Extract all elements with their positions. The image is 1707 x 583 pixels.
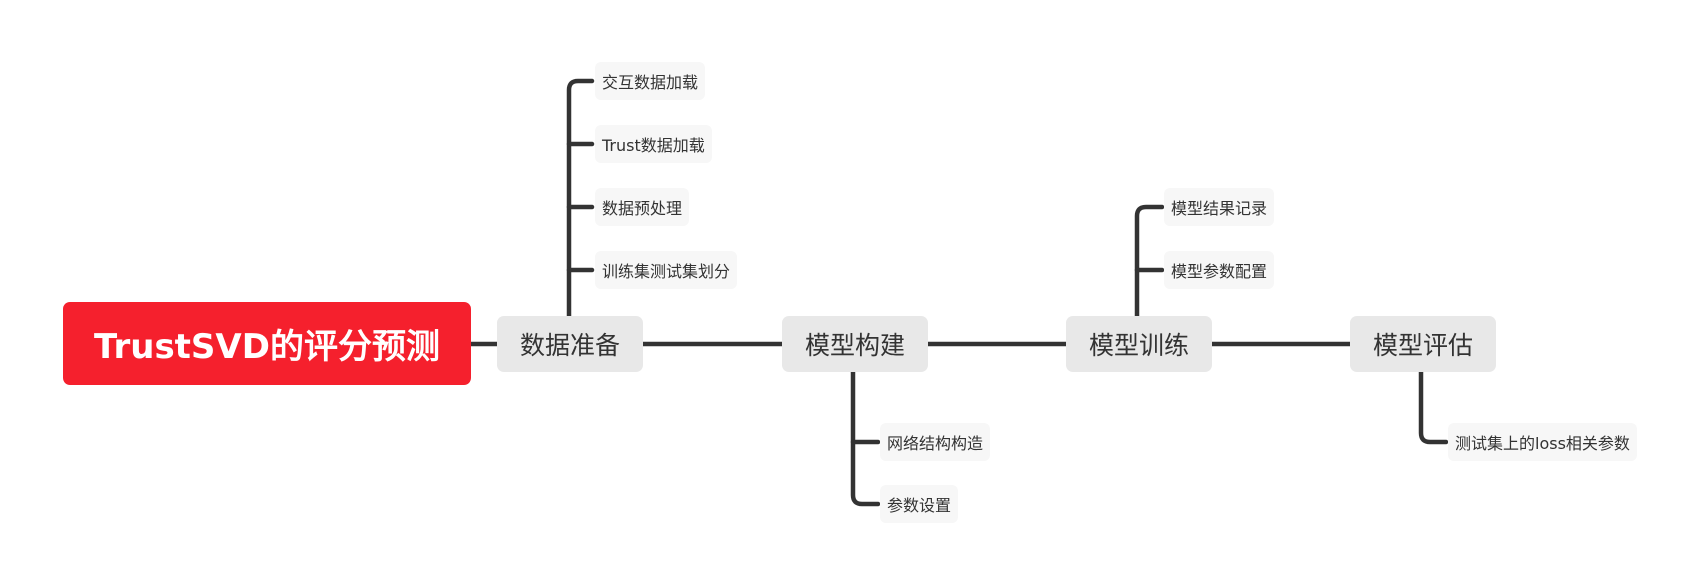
- subtopic-label: 参数设置: [887, 496, 952, 515]
- subtopic-label: 交互数据加载: [602, 73, 699, 92]
- subtopic-label: 测试集上的loss相关参数: [1455, 434, 1630, 453]
- subtopic-interaction-data-loading[interactable]: 交互数据加载: [595, 62, 706, 100]
- subtopic-model-parameter-config[interactable]: 模型参数配置: [1164, 251, 1275, 289]
- branch-topic-label: 数据准备: [519, 331, 620, 360]
- branch-topic-label: 模型构建: [804, 331, 905, 360]
- root-topic-label: TrustSVD的评分预测: [94, 327, 440, 367]
- connector-branch-2-child-2: [850, 369, 881, 507]
- subtopic-label: Trust数据加载: [602, 136, 705, 155]
- connector-branch-3-child-1: [1134, 204, 1165, 319]
- subtopic-train-test-split[interactable]: 训练集测试集划分: [595, 251, 738, 289]
- branch-topic-model-evaluation[interactable]: 模型评估: [1350, 316, 1496, 372]
- subtopic-trust-data-loading[interactable]: Trust数据加载: [595, 125, 712, 163]
- subtopic-label: 数据预处理: [602, 199, 683, 218]
- subtopic-test-loss-metrics[interactable]: 测试集上的loss相关参数: [1448, 423, 1637, 461]
- connector-branch-1-child-1: [566, 78, 595, 319]
- subtopic-data-preprocessing[interactable]: 数据预处理: [595, 188, 690, 226]
- connector-branch-4-child-1: [1418, 369, 1449, 445]
- branch-topic-label: 模型训练: [1088, 331, 1189, 360]
- subtopic-label: 模型结果记录: [1171, 199, 1268, 218]
- subtopic-network-structure[interactable]: 网络结构构造: [880, 423, 991, 461]
- branch-topic-label: 模型评估: [1372, 331, 1473, 360]
- branch-topic-data-preparation[interactable]: 数据准备: [497, 316, 643, 372]
- subtopic-label: 模型参数配置: [1171, 262, 1268, 281]
- subtopic-label: 训练集测试集划分: [602, 262, 731, 281]
- branch-topic-model-building[interactable]: 模型构建: [782, 316, 928, 372]
- subtopic-parameter-settings[interactable]: 参数设置: [880, 485, 959, 523]
- subtopic-model-result-logging[interactable]: 模型结果记录: [1164, 188, 1275, 226]
- root-topic[interactable]: TrustSVD的评分预测: [63, 302, 471, 385]
- subtopic-label: 网络结构构造: [887, 434, 984, 453]
- branch-topic-model-training[interactable]: 模型训练: [1066, 316, 1212, 372]
